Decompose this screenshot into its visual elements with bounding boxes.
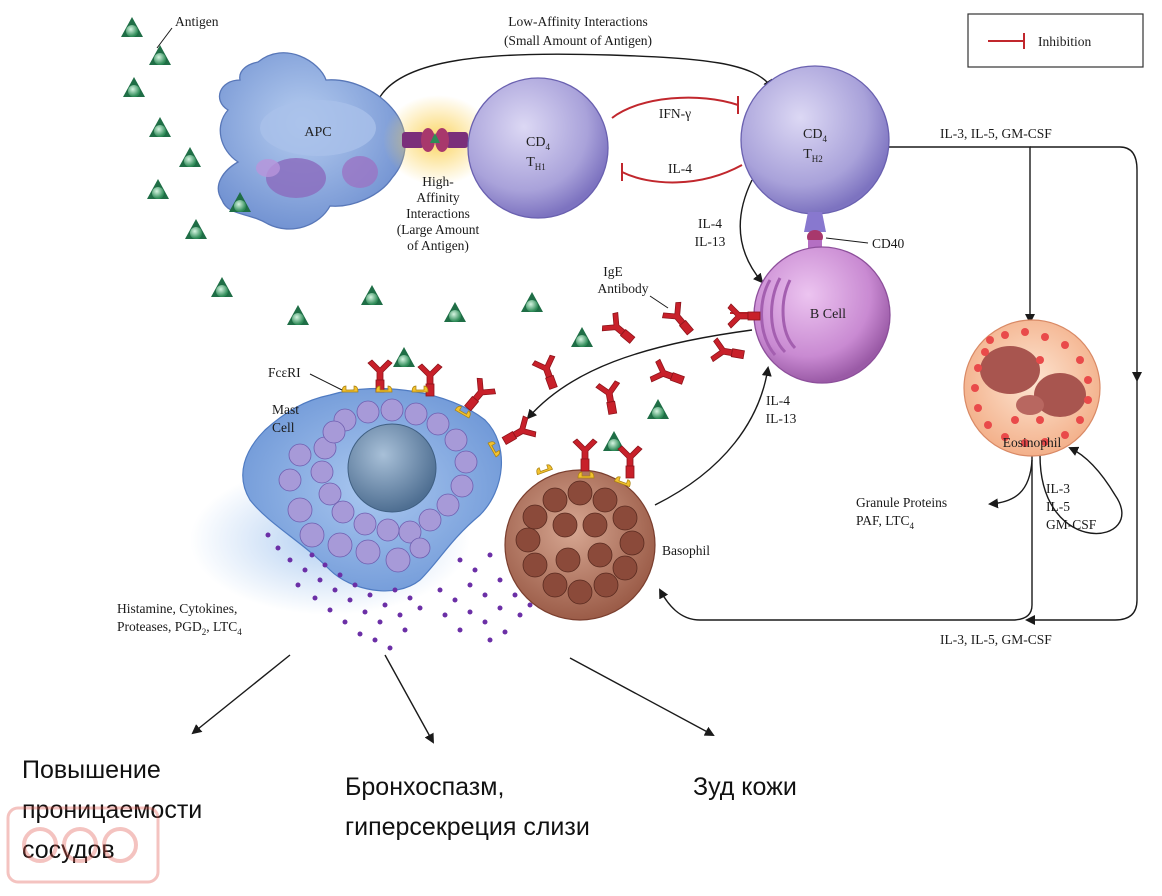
low-affinity-label-2: (Small Amount of Antigen)	[504, 33, 652, 48]
eosinophil-cell	[963, 319, 1101, 457]
inhibition-legend-label: Inhibition	[1038, 34, 1091, 49]
outcome-vascular-2: проницаемости	[22, 796, 202, 824]
ige-label-2: Antibody	[597, 281, 648, 296]
basophil-mediator-dots	[437, 552, 533, 643]
il4-inhibition-label: IL-4	[668, 161, 692, 176]
granule-label-2: PAF, LTC4	[856, 513, 914, 531]
bottom-cytokines-label: IL-3, IL-5, GM-CSF	[940, 632, 1052, 647]
b-cell: B Cell	[753, 246, 891, 384]
th1-cell: CD4 TH1	[467, 77, 609, 219]
il4-mast-label-2: IL-13	[766, 411, 797, 426]
outcome-vascular-3: сосудов	[22, 836, 115, 864]
ifn-gamma-label: IFN-γ	[659, 106, 691, 121]
high-affinity-label-3: Interactions	[406, 206, 470, 221]
fceri-label: FcεRI	[268, 365, 301, 380]
th1-label-t: TH1	[526, 155, 546, 172]
high-affinity-label-4: (Large Amount	[397, 222, 480, 237]
il4-mast-label-1: IL-4	[766, 393, 790, 408]
ige-label-1: IgE	[603, 264, 623, 279]
outcome-broncho-1: Бронхоспазм,	[345, 773, 504, 801]
cd40-label: CD40	[872, 236, 905, 251]
mast-granules	[278, 398, 478, 573]
eos-cytokine-label-3: GM-CSF	[1046, 517, 1097, 532]
basophil-cell	[504, 469, 656, 621]
cd40-connector	[804, 212, 869, 252]
outcome-vascular-1: Повышение	[22, 756, 161, 784]
antigen-label: Antigen	[175, 14, 219, 29]
low-affinity-label-1: Low-Affinity Interactions	[508, 14, 648, 29]
mast-label-1: Mast	[272, 402, 299, 417]
outcome-broncho-2: гиперсекреция слизи	[345, 813, 590, 841]
mast-cell	[190, 387, 503, 615]
apc-label: APC	[304, 125, 331, 140]
th1-label-cd: CD4	[526, 135, 550, 152]
pathway-arrows	[191, 53, 1142, 744]
il4-bcell-label-1: IL-4	[698, 216, 722, 231]
high-affinity-label-1: High-	[422, 174, 454, 189]
mast-label-2: Cell	[272, 420, 295, 435]
high-affinity-label-5: of Antigen)	[407, 238, 469, 253]
granule-label-1: Granule Proteins	[856, 495, 947, 510]
watermark-logo	[6, 806, 160, 884]
basophil-label: Basophil	[662, 543, 710, 558]
mhc-tcr-complex	[402, 128, 468, 152]
clinical-outcomes: Повышение проницаемости сосудов Бронхосп…	[22, 756, 797, 864]
th2-label-cd: CD4	[803, 127, 827, 144]
outcome-itch: Зуд кожи	[693, 773, 797, 801]
eos-cytokine-label-2: IL-5	[1046, 499, 1070, 514]
th2-label-t: TH2	[803, 147, 823, 164]
mast-mediator-dots	[265, 532, 423, 651]
eosinophil-granules	[971, 328, 1092, 447]
eosinophil-label: Eosinophil	[1003, 435, 1062, 450]
mediators-label-1: Histamine, Cytokines,	[117, 601, 237, 616]
apc-cell: APC	[217, 52, 406, 230]
th2-cell: CD4 TH2	[740, 65, 890, 215]
mediators-label-2: Proteases, PGD2, LTC4	[117, 619, 242, 637]
inhibition-legend: Inhibition	[967, 13, 1144, 68]
il4-bcell-label-2: IL-13	[695, 234, 726, 249]
high-affinity-label-2: Affinity	[416, 190, 459, 205]
top-right-cytokines-label: IL-3, IL-5, GM-CSF	[940, 126, 1052, 141]
basophil-granules	[515, 480, 645, 605]
eos-cytokine-label-1: IL-3	[1046, 481, 1070, 496]
diagram-labels: Antigen Low-Affinity Interactions (Small…	[117, 14, 1097, 647]
bcell-label: B Cell	[810, 307, 846, 322]
